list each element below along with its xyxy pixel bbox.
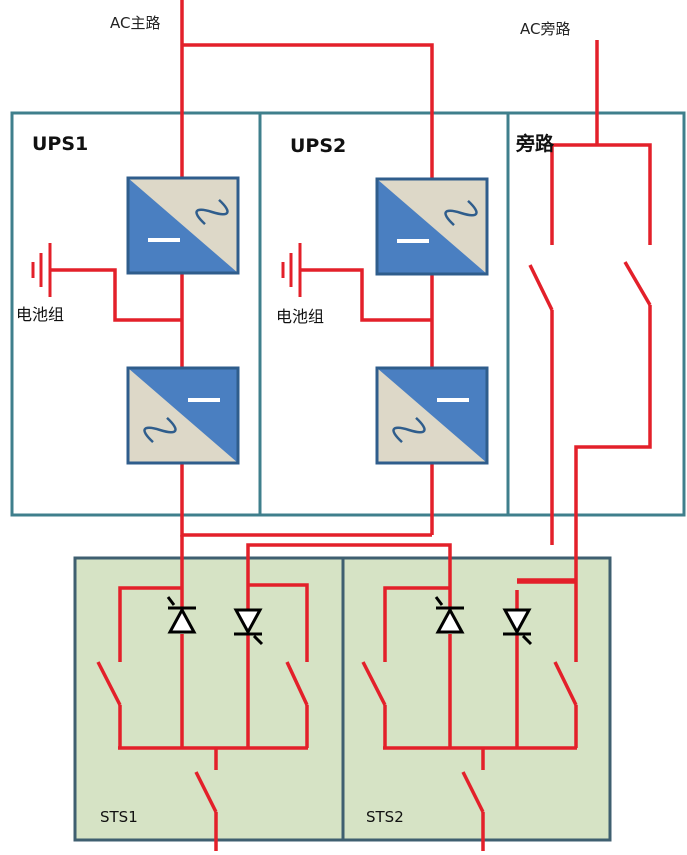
sts2-panel bbox=[341, 556, 612, 842]
ups2-inverter-icon bbox=[375, 366, 489, 465]
bypass-out-2 bbox=[574, 305, 652, 662]
bypass-switch-1 bbox=[528, 264, 554, 311]
battery2-wire bbox=[300, 268, 432, 322]
sts1-switch-right bbox=[285, 661, 309, 706]
sts2-thyristor-down bbox=[502, 608, 533, 646]
ac-main-label: AC主路 bbox=[110, 14, 160, 32]
sts2-center bbox=[383, 634, 577, 851]
sts1-thyristor-down bbox=[233, 608, 264, 646]
wiring bbox=[50, 0, 652, 851]
sts2-output-switch bbox=[461, 771, 485, 813]
ups1-rectifier-icon bbox=[126, 176, 240, 275]
battery-icons bbox=[31, 243, 302, 297]
battery2-icon bbox=[281, 243, 302, 297]
sts1-output-switch bbox=[194, 771, 218, 813]
sts1-left-loop bbox=[118, 586, 182, 748]
bypass-panel bbox=[506, 111, 686, 517]
ups-panels bbox=[10, 111, 686, 517]
bypass-label: 旁路 bbox=[515, 132, 555, 155]
sts2-right-loop bbox=[517, 580, 578, 748]
bypass-switch-2 bbox=[623, 261, 652, 306]
sts2-label: STS2 bbox=[366, 808, 404, 826]
ups1-label: UPS1 bbox=[32, 133, 88, 155]
sts2-left-loop bbox=[383, 586, 450, 748]
sts-panels bbox=[73, 556, 612, 842]
battery1-icon bbox=[31, 243, 52, 297]
ac-bypass-label: AC旁路 bbox=[520, 20, 570, 38]
battery1-label: 电池组 bbox=[16, 305, 64, 324]
sts1-center bbox=[118, 634, 308, 851]
ac-main-wire bbox=[180, 0, 434, 178]
ups1-inverter-icon bbox=[126, 366, 240, 465]
battery1-wire bbox=[50, 268, 182, 322]
sts2-switch-right bbox=[553, 661, 578, 706]
sts1-right-loop bbox=[248, 583, 309, 748]
thyristors bbox=[166, 596, 533, 646]
sts1-switch-left bbox=[96, 661, 122, 706]
sts2-switch-left bbox=[361, 661, 387, 706]
sts2-thyristor-up bbox=[434, 596, 465, 634]
ac-bypass-wire bbox=[550, 40, 652, 245]
ups2-rectifier-icon bbox=[375, 177, 489, 276]
sts1-thyristor-up bbox=[166, 596, 197, 634]
ups2-cross-wire bbox=[246, 543, 452, 610]
battery2-label: 电池组 bbox=[276, 307, 324, 326]
ups2-label: UPS2 bbox=[290, 135, 346, 157]
sts1-label: STS1 bbox=[100, 808, 138, 826]
switch-blades bbox=[96, 261, 652, 813]
